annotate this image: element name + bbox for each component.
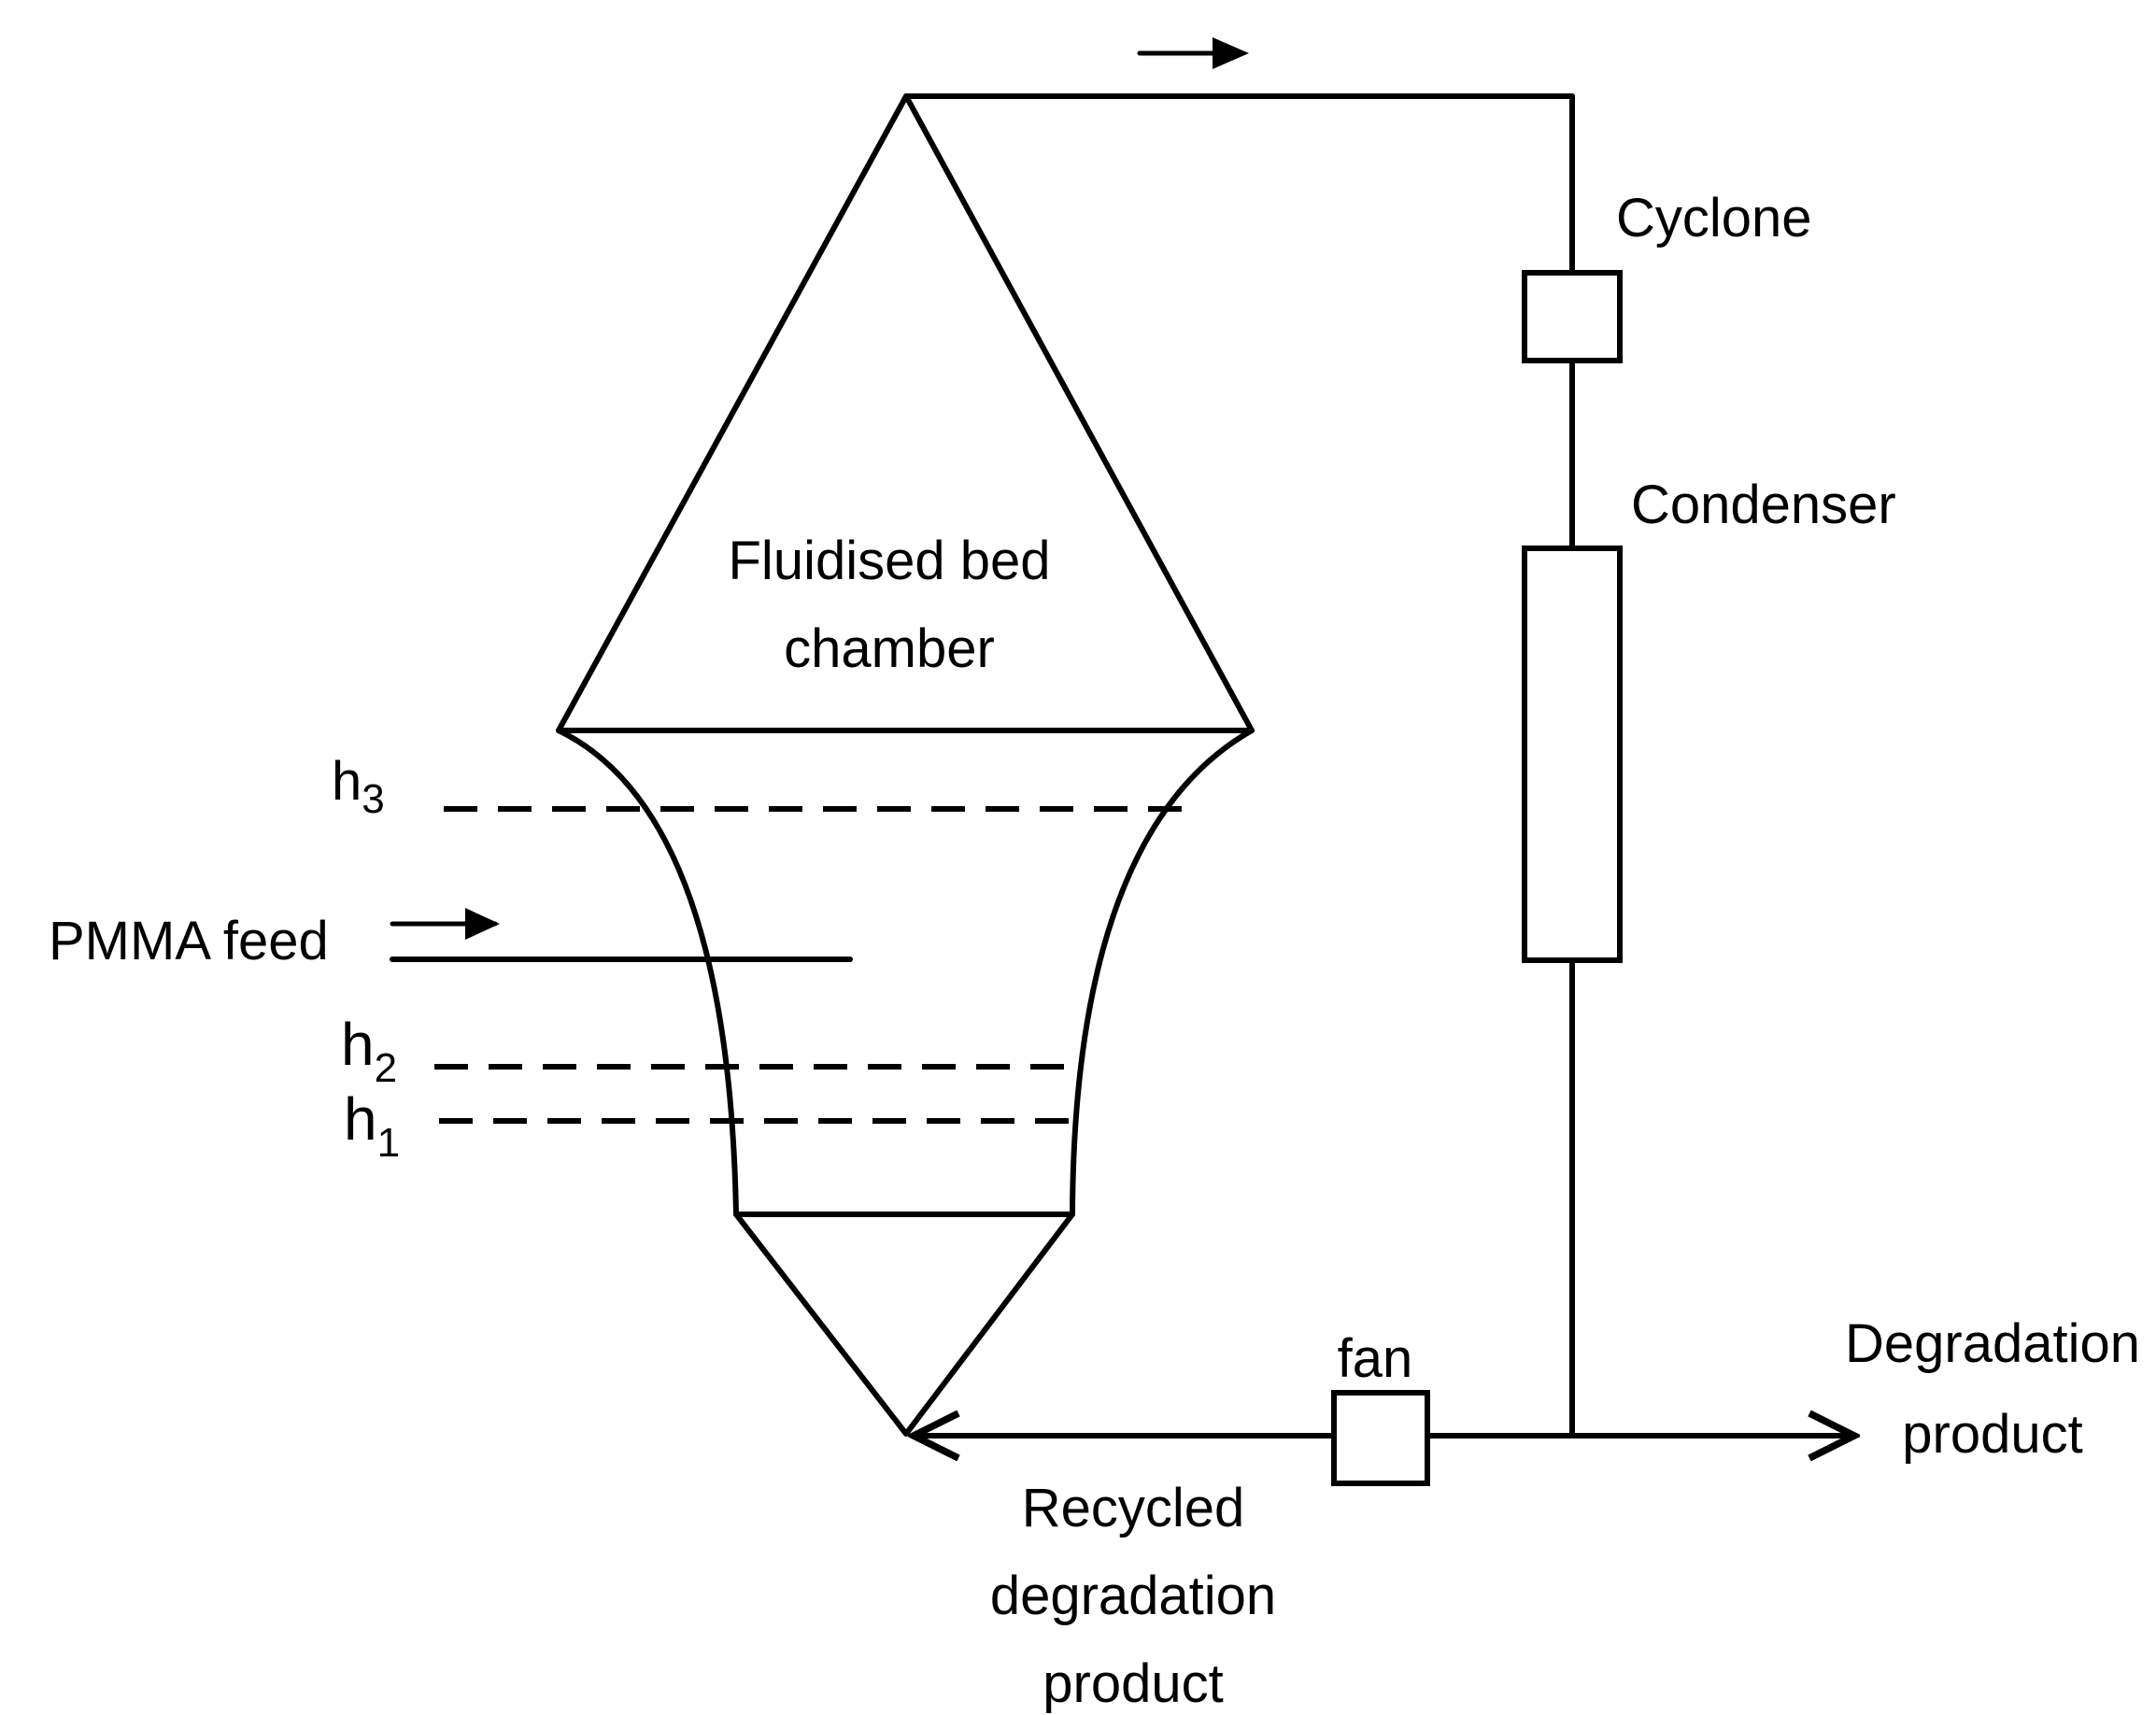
chamber-label-line1: Fluidised bed: [729, 531, 1051, 591]
level-h3-sub: 3: [362, 776, 384, 822]
recycled-label-line1: Recycled: [1022, 1478, 1245, 1538]
pmma-feed-arrowhead: [465, 908, 500, 940]
level-h3-base: h: [332, 751, 362, 812]
level-h1-label: h1: [344, 1085, 400, 1166]
chamber-right-wall: [1070, 728, 1255, 1217]
level-h1-base: h: [344, 1085, 377, 1153]
condenser-box: [1522, 546, 1623, 963]
fan-label: fan: [1338, 1328, 1413, 1389]
chamber-top-triangle: [556, 93, 1255, 733]
cyclone-box: [1522, 270, 1623, 363]
pmma-feed-label: PMMA feed: [49, 911, 329, 971]
recycled-label-line3: product: [1043, 1653, 1223, 1714]
cyclone-label: Cyclone: [1616, 188, 1812, 248]
level-h3-label: h3: [332, 751, 385, 822]
degradation-label-line1: Degradation: [1845, 1313, 2140, 1374]
condenser-label: Condenser: [1631, 475, 1896, 535]
fan-box: [1331, 1390, 1430, 1486]
recycled-label-line2: degradation: [990, 1566, 1276, 1626]
top-flow-arrowhead: [1213, 37, 1249, 69]
level-h2-base: h: [341, 1011, 375, 1078]
chamber-bottom-cone: [733, 1212, 1075, 1437]
level-h2-label: h2: [341, 1011, 397, 1091]
degradation-label-line2: product: [1902, 1404, 2082, 1465]
level-h2-sub: 2: [375, 1045, 397, 1091]
level-h1-sub: 1: [377, 1120, 400, 1166]
chamber-label-line2: chamber: [784, 618, 995, 679]
chamber-left-wall: [556, 728, 739, 1217]
